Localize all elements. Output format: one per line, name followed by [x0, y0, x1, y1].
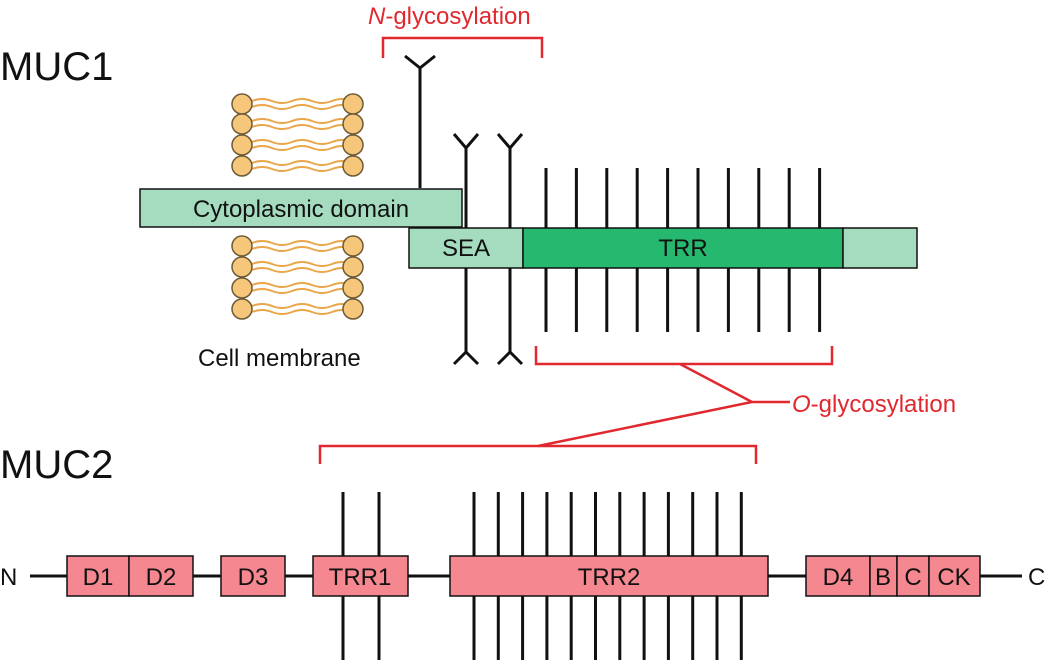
lipid-head — [231, 155, 253, 177]
o-glycosylation-bracket-muc2 — [318, 444, 758, 464]
n-glycan-fork-lower-2 — [496, 268, 524, 366]
n-glycosylation-suffix: -glycosylation — [385, 3, 530, 30]
lipid-head — [342, 256, 364, 278]
muc2-domain-trr2-label: TRR2 — [578, 564, 641, 591]
o-glycosylation-prefix: O — [792, 391, 811, 418]
n-glycan-fork-upper-2 — [496, 133, 524, 230]
lipid-tail — [251, 261, 353, 267]
muc1-domain-trr-label: TRR — [658, 235, 707, 262]
lipid-head — [342, 277, 364, 299]
n-glycosylation-label: N-glycosylation — [368, 3, 531, 30]
muc2-domain-trr1 — [312, 555, 409, 597]
lipid-head — [231, 277, 253, 299]
cytoplasmic-domain — [139, 188, 463, 228]
o-glycosylation-connector — [537, 362, 790, 448]
muc2-domain-trr2 — [449, 555, 769, 597]
n-glycan-fork-upper-1 — [452, 133, 480, 230]
muc2-n-terminus: N — [0, 564, 17, 591]
lipid-head — [342, 93, 364, 115]
muc2-domain-c — [896, 555, 930, 597]
o-glycosylation-label: O-glycosylation — [792, 391, 956, 418]
lipid-tail — [251, 282, 353, 288]
muc2-domain-b-label: B — [875, 564, 891, 591]
muc2-domain-ck — [928, 555, 981, 597]
muc2-domain-trr1-label: TRR1 — [329, 564, 392, 591]
muc2-domain-ck-label: CK — [937, 564, 970, 591]
lipid-tail — [251, 98, 353, 104]
n-glycan-fork-lower-1 — [452, 268, 480, 366]
muc2-title: MUC2 — [0, 443, 113, 487]
muc2-domain-d1-label: D1 — [83, 564, 114, 591]
muc2-domain-d3 — [220, 555, 286, 597]
lipid-tail — [251, 124, 353, 130]
lipid-head — [342, 298, 364, 320]
lipid-tail — [251, 166, 353, 172]
muc2-c-terminus: C — [1028, 564, 1045, 591]
lipid-tail — [251, 160, 353, 166]
lipid-head — [231, 93, 253, 115]
muc1-domain-trr — [522, 227, 844, 269]
o-glycosylation-bracket-muc1 — [534, 346, 834, 366]
muc2-domain-d2-label: D2 — [146, 564, 177, 591]
lipid-head — [231, 113, 253, 135]
muc2-domain-d4-label: D4 — [823, 564, 854, 591]
muc2-domain-d4 — [805, 555, 871, 597]
lipid-head — [231, 298, 253, 320]
lipid-head — [231, 256, 253, 278]
lipid-head — [342, 113, 364, 135]
lipid-head — [342, 155, 364, 177]
muc2-domain-d1 — [66, 555, 130, 597]
lipid-tail — [251, 309, 353, 315]
muc1-title: MUC1 — [0, 45, 113, 89]
lipid-head — [342, 235, 364, 257]
lipid-tail — [251, 139, 353, 145]
cell-membrane-label: Cell membrane — [198, 345, 361, 372]
muc2-domain-c-label: C — [904, 564, 921, 591]
n-glycosylation-bracket — [381, 36, 544, 58]
cytoplasmic-domain-label: Cytoplasmic domain — [193, 196, 409, 223]
n-glycosylation-prefix: N — [368, 3, 386, 30]
lipid-tail — [251, 104, 353, 110]
lipid-tail — [251, 240, 353, 246]
muc2-domain-d2 — [128, 555, 194, 597]
cell-membrane — [231, 93, 364, 320]
lipid-head — [342, 134, 364, 156]
lipid-tail — [251, 246, 353, 252]
o-glycosylation-suffix: -glycosylation — [811, 391, 956, 418]
muc1-domain-sea-label: SEA — [442, 235, 490, 262]
lipid-tail — [251, 303, 353, 309]
muc2-domain-d3-label: D3 — [238, 564, 269, 591]
lipid-tail — [251, 288, 353, 294]
lipid-tail — [251, 118, 353, 124]
lipid-head — [231, 235, 253, 257]
muc1-domain-c-terminal — [842, 227, 918, 269]
lipid-tail — [251, 145, 353, 151]
n-glycan-tall — [404, 54, 436, 188]
lipid-tail — [251, 267, 353, 273]
lipid-head — [231, 134, 253, 156]
